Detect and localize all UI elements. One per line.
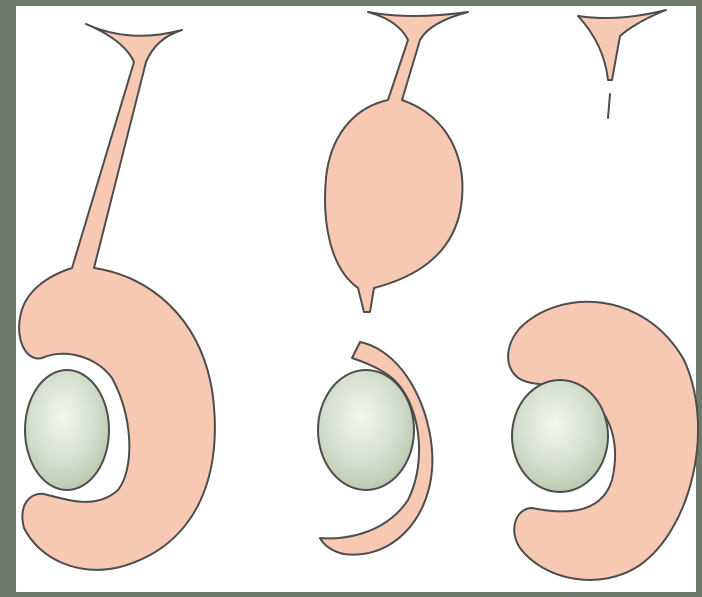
- testis-2: [318, 370, 414, 490]
- testis-1: [25, 370, 109, 490]
- testis-3: [512, 380, 608, 492]
